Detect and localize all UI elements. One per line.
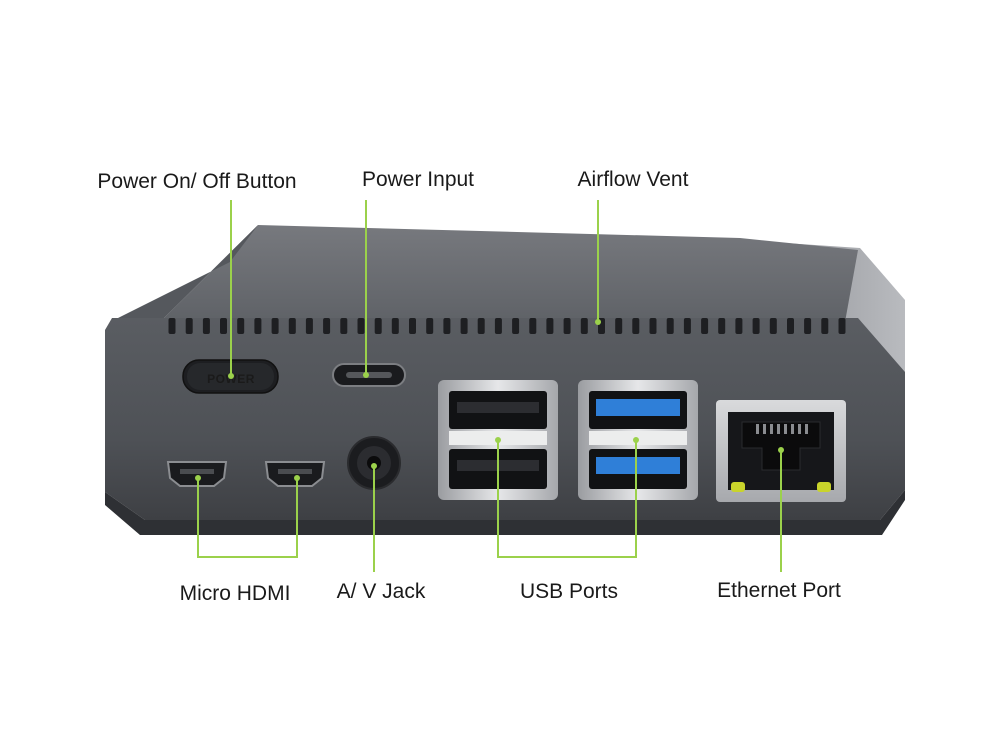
vent-slot <box>443 318 451 334</box>
ethernet-pin <box>798 424 801 434</box>
ethernet-pin <box>784 424 787 434</box>
vent-slot <box>220 318 227 334</box>
ethernet-led-right <box>817 482 831 492</box>
vent-slot <box>477 318 485 334</box>
vent-slot <box>460 318 468 334</box>
case-top-lid <box>160 225 858 322</box>
label-ethernet-port: Ethernet Port <box>717 579 841 602</box>
vent-slot <box>374 318 382 334</box>
usb3-port-top[interactable] <box>589 391 687 429</box>
vent-slot <box>340 318 348 334</box>
vent-slot <box>271 318 279 334</box>
leader-dot-hdmi-2 <box>294 475 300 481</box>
micro-hdmi-port-1[interactable] <box>166 461 228 487</box>
vent-slot <box>546 318 554 334</box>
vent-slot <box>426 318 434 334</box>
ethernet-pin <box>756 424 759 434</box>
vent-slot <box>838 318 846 334</box>
vent-slot <box>305 318 313 334</box>
leader-usb-ports <box>497 440 637 558</box>
vent-slot <box>391 318 399 334</box>
callout-labels: Power On/ Off Button Power Input Airflow… <box>97 168 841 605</box>
ethernet-led-left <box>731 482 745 492</box>
usb3-port-bottom[interactable] <box>589 449 687 489</box>
vent-slot <box>701 318 709 334</box>
leader-dot-hdmi-1 <box>195 475 201 481</box>
vent-slot <box>666 318 674 334</box>
vent-slot <box>288 318 296 334</box>
leader-dot-av-jack <box>371 463 377 469</box>
vent-slot <box>615 318 623 334</box>
leader-lines <box>195 200 784 572</box>
power-button-silkscreen: POWER <box>207 372 255 386</box>
vent-slot <box>202 318 210 334</box>
leader-micro-hdmi <box>197 478 298 558</box>
vent-slot <box>632 318 640 334</box>
vent-slot <box>787 318 794 334</box>
vent-slot <box>563 318 571 334</box>
vent-slot <box>529 318 537 334</box>
leader-dot-usb2 <box>495 437 501 443</box>
vent-slot <box>237 318 245 334</box>
ethernet-pin <box>763 424 766 434</box>
case-left-bevel <box>118 225 258 322</box>
ethernet-pin <box>791 424 794 434</box>
vent-slot <box>254 318 262 334</box>
vent-slot <box>323 318 331 334</box>
vent-slot <box>168 318 176 334</box>
ethernet-pin <box>805 424 808 434</box>
vent-slot <box>185 318 193 334</box>
label-usb-ports: USB Ports <box>520 580 618 603</box>
airflow-vent <box>168 318 846 334</box>
label-power-input: Power Input <box>362 168 474 191</box>
leader-dot-airflow-vent <box>595 319 601 325</box>
micro-hdmi-port-2[interactable] <box>264 461 326 487</box>
vent-slot <box>718 318 726 334</box>
label-airflow-vent: Airflow Vent <box>578 168 689 191</box>
vent-slot <box>769 318 777 334</box>
ethernet-pin <box>777 424 780 434</box>
vent-slot <box>735 318 743 334</box>
vent-slot <box>580 318 588 334</box>
vent-slot <box>821 318 829 334</box>
leader-dot-usb3 <box>633 437 639 443</box>
vent-slot <box>409 318 416 334</box>
vent-slot <box>357 318 365 334</box>
label-av-jack: A/ V Jack <box>337 580 426 603</box>
vent-slot <box>649 318 657 334</box>
label-micro-hdmi: Micro HDMI <box>180 582 291 605</box>
usb2-port-top[interactable] <box>449 391 547 429</box>
vent-slot <box>683 318 691 334</box>
case-bottom-lip <box>105 490 905 535</box>
leader-dot-ethernet <box>778 447 784 453</box>
vent-slot <box>512 318 520 334</box>
ethernet-pin <box>770 424 773 434</box>
vent-slot <box>752 318 760 334</box>
label-power-button: Power On/ Off Button <box>97 170 296 193</box>
leader-dot-power-button <box>228 373 234 379</box>
vent-slot <box>804 318 812 334</box>
vent-slot <box>494 318 502 334</box>
leader-dot-power-input <box>363 372 369 378</box>
